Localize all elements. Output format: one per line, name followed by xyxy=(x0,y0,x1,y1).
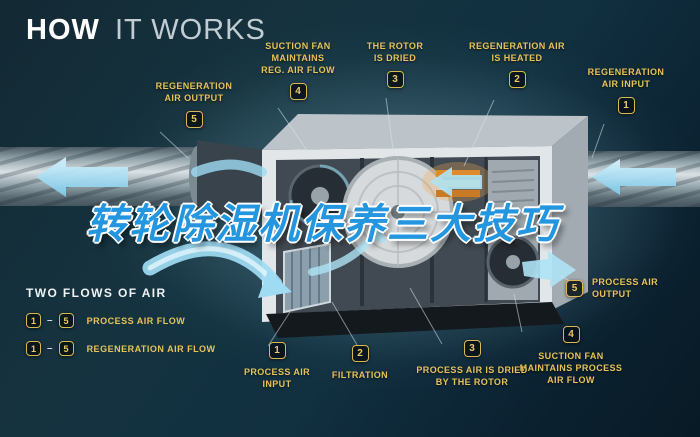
callout-label: SUCTION FAN MAINTAINS PROCESS AIR FLOW xyxy=(519,351,623,386)
left-duct-connector xyxy=(197,140,264,218)
title-strong: HOW xyxy=(26,14,100,46)
step-number: 3 xyxy=(392,74,398,86)
callout-label: FILTRATION xyxy=(331,370,389,380)
callout-regeneration-air-input: REGENERATION AIR INPUT 1 xyxy=(574,66,678,115)
step-badge: 4 xyxy=(562,326,580,343)
step-badge: 2 xyxy=(508,71,526,89)
step-badge: 5 xyxy=(566,279,583,297)
callout-process-air-dried: 3 PROCESS AIR IS DRIED BY THE ROTOR xyxy=(408,340,536,388)
legend-range-dash: – xyxy=(47,343,53,354)
legend-heading: TWO FLOWS OF AIR xyxy=(26,286,167,300)
legend-range-dash: – xyxy=(47,315,53,326)
callout-process-air-output: 5 PROCESS AIR OUTPUT xyxy=(566,276,698,300)
machine-base xyxy=(266,302,564,338)
step-badge: 2 xyxy=(351,345,369,362)
step-badge: 1 xyxy=(26,341,41,356)
step-number: 5 xyxy=(63,343,69,354)
machine-cabinet xyxy=(262,114,588,338)
callout-label: REGENERATION AIR IS HEATED xyxy=(469,41,565,64)
legend-label: PROCESS AIR FLOW xyxy=(86,315,186,326)
step-number: 2 xyxy=(514,74,520,86)
legend-row-process: 1 – 5 PROCESS AIR FLOW xyxy=(26,313,216,328)
step-badge: 1 xyxy=(617,97,635,115)
step-badge: 5 xyxy=(58,313,74,328)
step-badge: 1 xyxy=(26,313,41,328)
callout-label: SUCTION FAN MAINTAINS REG. AIR FLOW xyxy=(261,41,335,76)
step-badge: 5 xyxy=(185,111,203,129)
legend: TWO FLOWS OF AIR 1 – 5 PROCESS AIR FLOW … xyxy=(26,286,216,356)
callout-label: REGENERATION AIR OUTPUT xyxy=(155,81,233,104)
step-badge: 4 xyxy=(289,83,307,101)
step-badge: 3 xyxy=(463,340,481,357)
step-badge: 3 xyxy=(386,71,404,89)
callout-regeneration-air-output: REGENERATION AIR OUTPUT 5 xyxy=(138,80,250,129)
callout-filtration: 2 FILTRATION xyxy=(318,345,402,381)
step-number: 1 xyxy=(623,100,629,112)
legend-label: REGENERATION AIR FLOW xyxy=(86,343,216,354)
callout-label: THE ROTOR IS DRIED xyxy=(366,41,424,64)
step-number: 5 xyxy=(191,114,197,126)
callout-regeneration-air-heated: REGENERATION AIR IS HEATED 2 xyxy=(458,40,576,89)
step-number: 1 xyxy=(30,315,36,326)
legend-row-regeneration: 1 – 5 REGENERATION AIR FLOW xyxy=(26,341,216,356)
step-badge: 5 xyxy=(58,341,74,356)
callout-label: PROCESS AIR IS DRIED BY THE ROTOR xyxy=(416,365,528,388)
callout-suction-fan-reg: SUCTION FAN MAINTAINS REG. AIR FLOW 4 xyxy=(246,40,350,101)
page-title: HOW IT WORKS xyxy=(26,14,266,47)
callout-label: PROCESS AIR OUTPUT xyxy=(592,277,659,300)
title-light: IT WORKS xyxy=(114,14,266,46)
step-number: 2 xyxy=(357,348,363,359)
step-number: 4 xyxy=(295,86,301,98)
regeneration-fan xyxy=(288,164,352,228)
leader-lines xyxy=(159,97,605,351)
callout-process-air-input: 1 PROCESS AIR INPUT xyxy=(230,342,324,390)
callout-label: PROCESS AIR INPUT xyxy=(243,367,311,390)
step-number: 3 xyxy=(469,343,475,354)
callout-label: REGENERATION AIR INPUT xyxy=(587,67,665,90)
step-number: 1 xyxy=(30,343,36,354)
step-number: 1 xyxy=(274,345,280,356)
step-number: 5 xyxy=(571,282,578,294)
step-badge: 1 xyxy=(268,342,286,359)
chinese-overlay-title: 转轮除湿机保养三大技巧 xyxy=(86,201,559,247)
step-number: 4 xyxy=(568,329,574,340)
callout-rotor-is-dried: THE ROTOR IS DRIED 3 xyxy=(350,40,440,89)
step-number: 5 xyxy=(63,315,69,326)
airflow-arrows xyxy=(36,157,676,298)
callout-suction-fan-process: 4 SUCTION FAN MAINTAINS PROCESS AIR FLOW xyxy=(504,326,638,386)
filter-panel xyxy=(283,242,331,314)
